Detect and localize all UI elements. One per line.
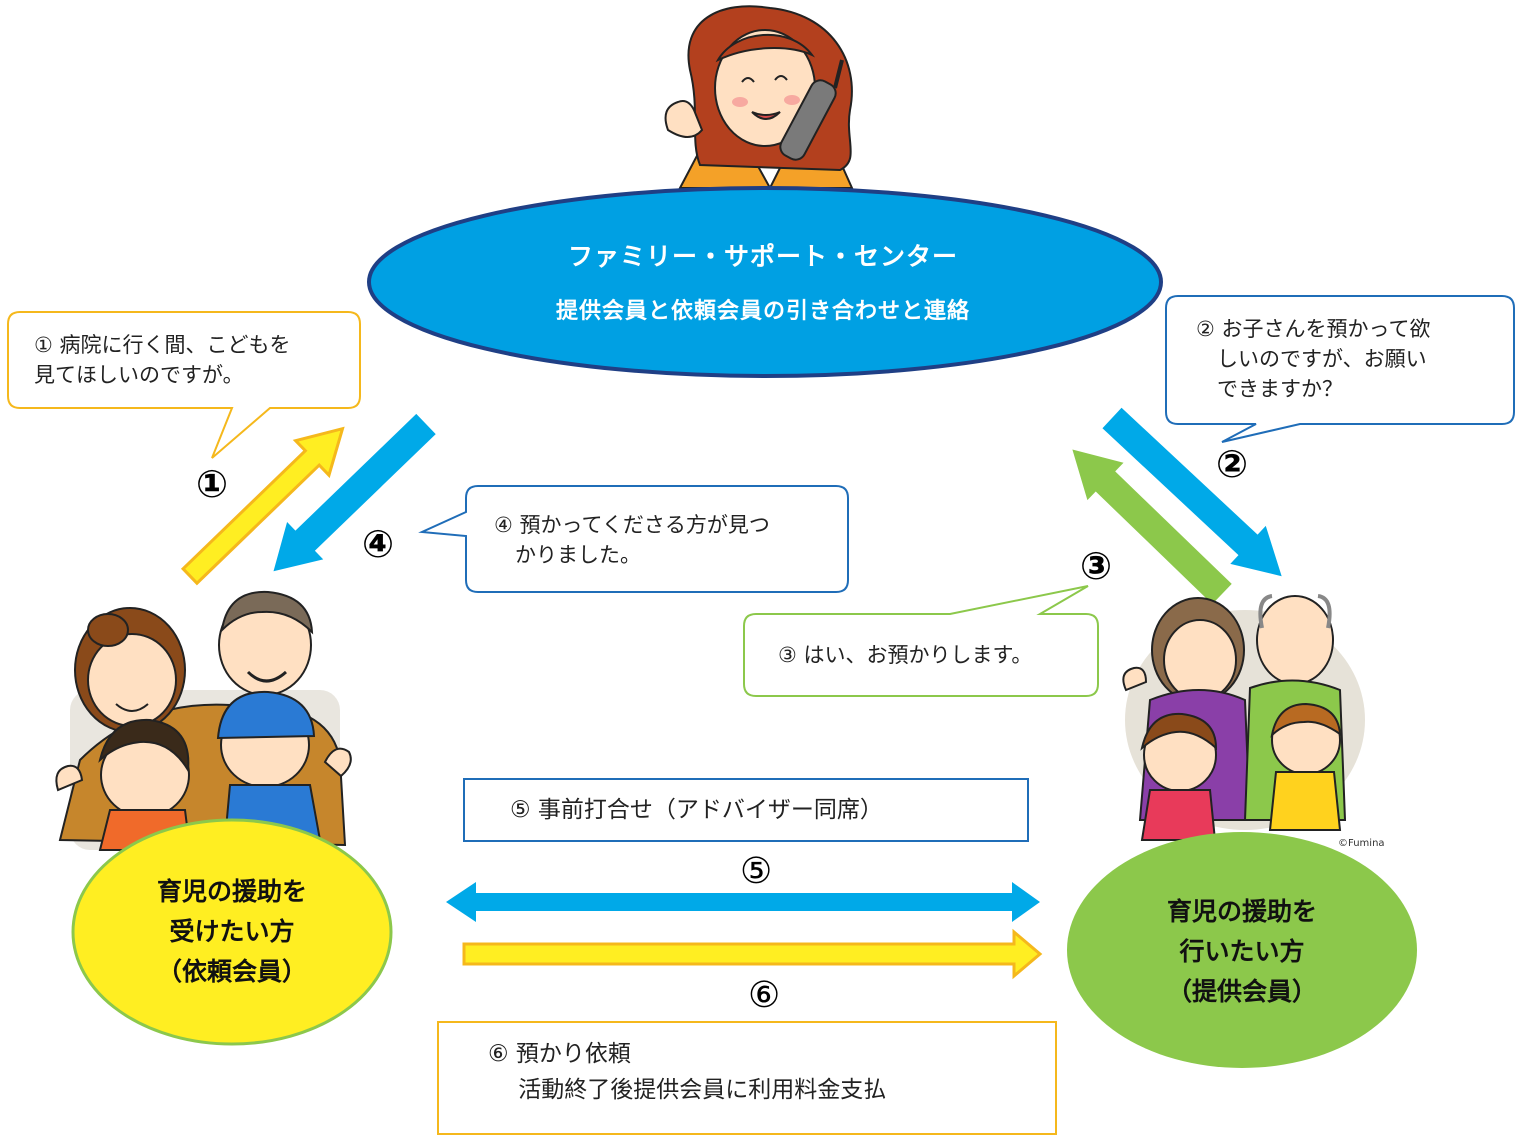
step-5-label: ⑤ — [740, 851, 773, 892]
step-6-label: ⑥ — [748, 975, 781, 1016]
young-family-illustration — [55, 590, 352, 851]
arrow-step-5 — [446, 882, 1040, 922]
step-3-label: ③ — [1080, 544, 1113, 588]
center-oval — [367, 186, 1163, 378]
speech-bubble-3 — [743, 585, 1099, 697]
arrow-step-1 — [180, 426, 345, 586]
speech-bubble-1 — [7, 311, 361, 459]
step-2-label: ② — [1216, 442, 1249, 486]
requester-circle — [71, 818, 393, 1046]
arrow-step-4 — [273, 413, 436, 572]
provider-line-2: 行いたい方 — [1179, 937, 1305, 966]
meeting-box-text: ⑤ 事前打合せ（アドバイザー同席） — [510, 797, 883, 823]
request-box — [437, 1021, 1057, 1135]
requester-line-3: （依頼会員） — [156, 957, 307, 986]
provider-line-3: （提供会員） — [1166, 977, 1317, 1006]
provider-role-label: 育児の援助を 行いたい方 （提供会員） — [1068, 880, 1416, 1024]
requester-line-1: 育児の援助を — [156, 877, 307, 906]
arrow-step-3 — [1072, 449, 1232, 605]
bubble-3-text: ③ はい、お預かりします。 — [778, 643, 1033, 667]
provider-line-1: 育児の援助を — [1166, 897, 1317, 926]
speech-bubble-2 — [1165, 295, 1515, 443]
arrow-step-2 — [1102, 407, 1282, 577]
center-label: ファミリー・サポート・センター 提供会員と依頼会員の引き合わせと連絡 — [368, 188, 1158, 374]
bubble-1-text: ① 病院に行く間、こどもを 見てほしいのですが。 — [34, 333, 291, 387]
provider-circle — [1067, 832, 1417, 1068]
requester-role-label: 育児の援助を 受けたい方 （依頼会員） — [74, 860, 390, 1004]
step-4-label: ④ — [362, 522, 395, 566]
arrow-step-6 — [462, 928, 1043, 980]
step-1-label: ① — [196, 462, 229, 506]
bubble-2-text: ② お子さんを預かって欲 しいのですが、お願い できますか？ — [1196, 317, 1431, 401]
requester-line-2: 受けたい方 — [169, 917, 295, 946]
center-subtitle: 提供会員と依頼会員の引き合わせと連絡 — [555, 299, 970, 324]
phone-operator-illustration — [664, 5, 854, 191]
illustration-credit: ©Fumina — [1338, 838, 1385, 849]
request-box-text: ⑥ 預かり依頼 活動終了後提供会員に利用料金支払 — [488, 1041, 887, 1103]
meeting-box — [463, 778, 1029, 842]
grandparents-family-illustration — [1122, 594, 1365, 841]
speech-bubble-4 — [418, 485, 849, 593]
center-title: ファミリー・サポート・センター — [567, 242, 958, 271]
bubble-4-text: ④ 預かってくださる方が見つ かりました。 — [494, 513, 770, 567]
